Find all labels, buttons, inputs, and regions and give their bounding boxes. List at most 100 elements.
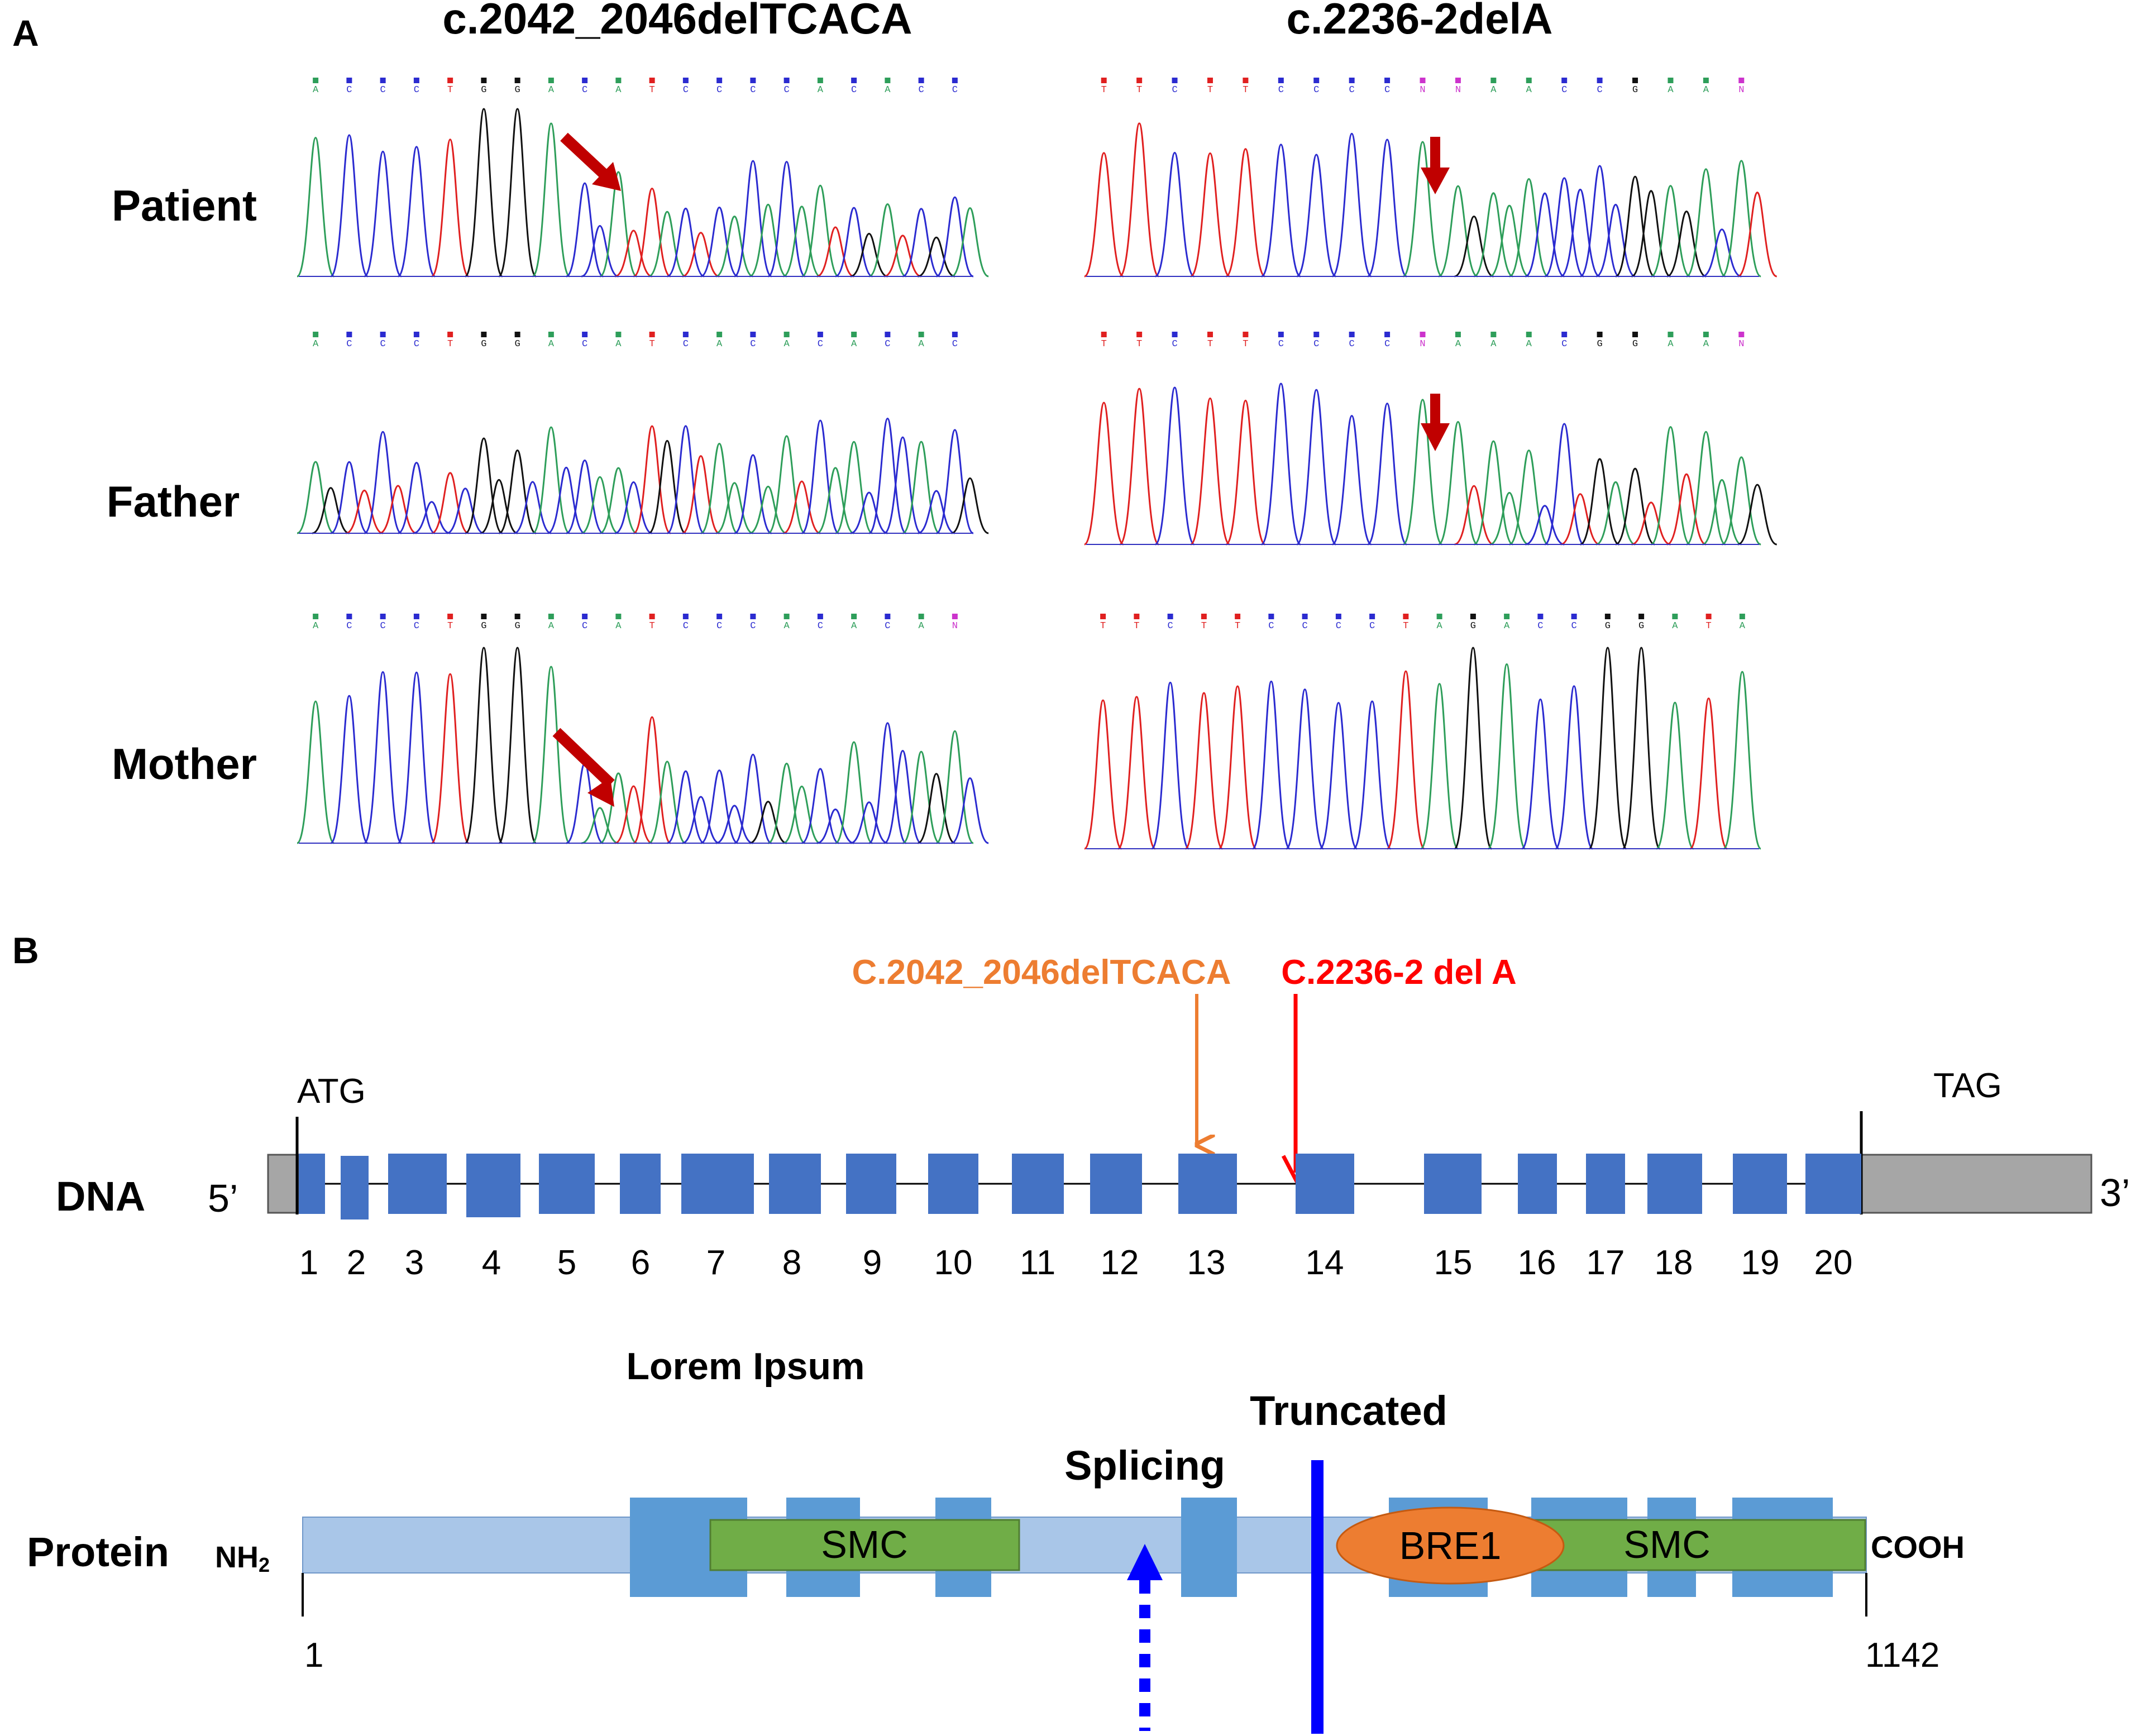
- exon-number-11: 11: [1020, 1244, 1055, 1282]
- chromatogram-peak: [1084, 401, 1124, 546]
- chromatogram-peak: [1154, 152, 1195, 278]
- exon-number-3: 3: [405, 1244, 424, 1282]
- base-call-marker: [1278, 78, 1284, 83]
- exon-15: [1424, 1154, 1482, 1214]
- chromatogram-secondary-peak: [951, 477, 989, 534]
- chromatogram-peak: [599, 467, 638, 534]
- chromatogram-peak: [1438, 185, 1478, 278]
- chromatogram-peak: [465, 437, 503, 534]
- chromatogram-secondary-peak: [918, 236, 955, 278]
- base-call-marker: [313, 614, 319, 619]
- chromatogram-secondary-peak: [782, 205, 821, 278]
- variant-arrow-father-right: [1421, 394, 1450, 451]
- chromatogram-peak: [1119, 122, 1159, 278]
- base-call-letter: C: [582, 339, 587, 350]
- base-call-marker: [1604, 614, 1611, 619]
- base-call-marker: [952, 614, 958, 619]
- base-call-marker: [1384, 332, 1391, 337]
- chromatogram-peak: [1438, 421, 1478, 546]
- chromatogram-peak: [1615, 467, 1655, 546]
- chromatogram-peak: [1650, 426, 1691, 546]
- chromatogram-secondary-peak: [1595, 481, 1636, 546]
- five-prime-label: 5’: [208, 1177, 238, 1220]
- base-call-letter: A: [716, 339, 723, 350]
- chromatogram-peak: [868, 722, 907, 844]
- base-call-letter: C: [414, 85, 419, 95]
- base-call-letter: C: [919, 85, 924, 95]
- base-call-marker: [346, 78, 352, 83]
- base-call-marker: [1313, 332, 1320, 337]
- dna-label: DNA: [56, 1173, 145, 1219]
- base-call-letter: G: [515, 85, 520, 95]
- base-call-letter: C: [716, 621, 722, 632]
- start-codon-label: ATG: [297, 1072, 366, 1111]
- base-call-letter: A: [818, 85, 824, 95]
- base-call-marker: [380, 332, 386, 337]
- base-call-marker: [716, 614, 723, 619]
- chromatogram-secondary-peak: [1631, 190, 1671, 278]
- chromatogram-peak: [767, 161, 806, 278]
- chromatogram-secondary-peak: [581, 225, 619, 278]
- truncation-line: [1311, 1460, 1324, 1734]
- base-call-marker: [346, 614, 352, 619]
- base-call-letter: T: [649, 621, 655, 632]
- chromatogram-peak: [1154, 386, 1195, 546]
- chromatogram-secondary-peak: [715, 216, 753, 278]
- base-call-letter: C: [818, 339, 823, 350]
- chromatogram-peak: [667, 207, 705, 278]
- base-call-marker: [1172, 332, 1178, 337]
- chromatogram-secondary-peak: [850, 491, 888, 534]
- base-call-letter: G: [481, 621, 486, 632]
- base-call-marker: [413, 78, 419, 83]
- chromatogram-peak: [1367, 403, 1407, 546]
- chromatogram-secondary-peak: [682, 455, 720, 534]
- chromatogram-peak: [464, 108, 503, 278]
- base-call-marker: [413, 332, 419, 337]
- base-call-marker: [346, 332, 352, 337]
- exon-number-7: 7: [706, 1244, 725, 1282]
- chromatogram-peak: [1650, 185, 1691, 278]
- chromatogram-peak: [498, 108, 537, 278]
- chromatogram-peak: [1580, 458, 1620, 546]
- exon-17: [1586, 1154, 1625, 1214]
- exon-20: [1805, 1154, 1861, 1214]
- base-call-marker: [1738, 78, 1745, 83]
- base-call-marker: [1420, 78, 1426, 83]
- base-call-marker: [817, 332, 823, 337]
- chromatogram-peak: [1190, 152, 1230, 278]
- cooh-label: COOH: [1871, 1529, 1965, 1565]
- base-call-letter: C: [1369, 621, 1375, 632]
- chromatogram-peak: [935, 429, 974, 534]
- base-call-marker: [413, 614, 419, 619]
- base-call-marker: [582, 614, 588, 619]
- base-call-marker: [918, 78, 924, 83]
- base-call-marker: [716, 332, 723, 337]
- smc-domain-1: [709, 1519, 1020, 1571]
- base-call-letter: T: [447, 339, 453, 350]
- chromatogram-peak: [1555, 685, 1594, 850]
- exon-13: [1178, 1154, 1237, 1214]
- nh2-label: NH2: [215, 1541, 270, 1576]
- chromatogram-secondary-peak: [783, 480, 821, 534]
- base-call-marker: [952, 78, 958, 83]
- base-call-letter: A: [1703, 85, 1709, 95]
- three-prime-label: 3’: [2100, 1171, 2130, 1214]
- base-call-letter: C: [1561, 85, 1567, 95]
- base-call-letter: C: [1168, 621, 1173, 632]
- chromatogram-secondary-peak: [951, 777, 989, 844]
- base-call-marker: [1420, 332, 1426, 337]
- protein-block: [1181, 1498, 1237, 1597]
- chromatogram-secondary-peak: [1560, 188, 1600, 278]
- base-call-letter: A: [1490, 339, 1497, 350]
- base-call-marker: [514, 78, 520, 83]
- truncated-label: Truncated: [1250, 1388, 1447, 1434]
- splicing-label: Splicing: [1064, 1442, 1225, 1489]
- chromatogram-peak: [431, 138, 470, 278]
- exon-18: [1647, 1154, 1702, 1214]
- chromatogram-secondary-peak: [883, 749, 922, 844]
- base-call-marker: [1369, 614, 1375, 619]
- exon-number-18: 18: [1655, 1244, 1693, 1282]
- chromatogram-peak: [1251, 680, 1291, 850]
- chromatogram-peak: [1615, 175, 1655, 278]
- chromatogram-secondary-peak: [1737, 192, 1778, 278]
